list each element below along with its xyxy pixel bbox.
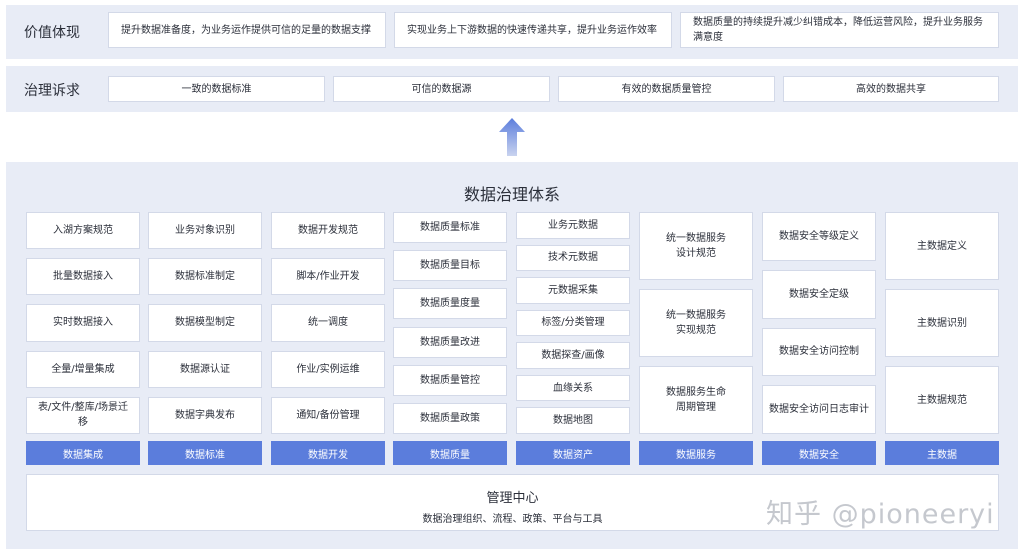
- system-item: 实时数据接入: [26, 304, 140, 342]
- demand-item: 有效的数据质量管控: [558, 76, 775, 102]
- system-column-footer: 数据标准: [148, 441, 262, 465]
- system-title: 数据治理体系: [463, 185, 560, 204]
- system-item: 表/文件/整库/场景迁移: [26, 396, 140, 434]
- system-item: 数据质量政策: [393, 402, 507, 434]
- system-item: 数据探查/画像: [516, 342, 630, 369]
- system-item: 血缘关系: [516, 374, 630, 402]
- system-item: 全量/增量集成: [26, 350, 140, 388]
- management-subtitle: 数据治理组织、流程、政策、平台与工具: [422, 514, 603, 525]
- system-item: 统一数据服务设计规范: [639, 212, 753, 280]
- system-item: 数据质量目标: [393, 250, 507, 282]
- value-label: 价值体现: [24, 25, 80, 41]
- system-item: 作业/实例运维: [271, 350, 385, 388]
- system-item: 数据质量管控: [393, 364, 507, 396]
- system-item: 数据安全定级: [762, 269, 876, 319]
- value-item: 实现业务上下游数据的快速传递共享，提升业务运作效率: [394, 12, 672, 48]
- system-item: 业务元数据: [516, 212, 630, 239]
- system-item: 数据安全访问控制: [762, 327, 876, 377]
- system-column-footer: 数据集成: [26, 441, 140, 465]
- system-item: 业务对象识别: [148, 212, 262, 250]
- system-column-footer: 数据质量: [393, 441, 507, 465]
- system-item: 数据地图: [516, 407, 630, 434]
- system-column-footer: 数据服务: [639, 441, 753, 465]
- watermark: 知乎 @pioneeryi: [766, 499, 995, 530]
- system-item: 数据服务生命周期管理: [639, 366, 753, 434]
- system-item: 入湖方案规范: [26, 212, 140, 250]
- system-column-footer: 主数据: [885, 441, 999, 465]
- up-arrow-icon: [499, 118, 525, 156]
- system-item: 脚本/作业开发: [271, 258, 385, 296]
- system-column-footer: 数据开发: [271, 441, 385, 465]
- system-item: 元数据采集: [516, 277, 630, 304]
- system-item: 主数据规范: [885, 366, 999, 434]
- system-column-footer: 数据资产: [516, 441, 630, 465]
- system-item: 数据安全访问日志审计: [762, 385, 876, 434]
- system-item: 标签/分类管理: [516, 309, 630, 337]
- system-item: 通知/备份管理: [271, 396, 385, 434]
- management-title: 管理中心: [486, 491, 539, 506]
- system-item: 主数据定义: [885, 212, 999, 280]
- management-center: 管理中心 数据治理组织、流程、政策、平台与工具: [26, 474, 999, 531]
- system-item: 批量数据接入: [26, 258, 140, 296]
- demand-item: 高效的数据共享: [783, 76, 999, 102]
- system-item: 数据字典发布: [148, 396, 262, 434]
- demand-item: 一致的数据标准: [108, 76, 325, 102]
- value-item: 提升数据准备度，为业务运作提供可信的足量的数据支撑: [108, 12, 386, 48]
- system-item: 数据质量度量: [393, 288, 507, 320]
- system-item: 数据质量标准: [393, 212, 507, 244]
- system-column-footer: 数据安全: [762, 441, 876, 465]
- system-item: 统一数据服务实现规范: [639, 289, 753, 357]
- system-item: 数据模型制定: [148, 304, 262, 342]
- system-item: 数据安全等级定义: [762, 212, 876, 261]
- system-item: 主数据识别: [885, 289, 999, 357]
- system-item: 统一调度: [271, 304, 385, 342]
- system-item: 数据标准制定: [148, 258, 262, 296]
- system-item: 数据开发规范: [271, 212, 385, 250]
- system-item: 技术元数据: [516, 244, 630, 272]
- system-item: 数据源认证: [148, 350, 262, 388]
- value-item: 数据质量的持续提升减少纠错成本，降低运营风险，提升业务服务满意度: [680, 12, 999, 48]
- demand-item: 可信的数据源: [333, 76, 550, 102]
- system-item: 数据质量改进: [393, 326, 507, 358]
- demand-label: 治理诉求: [24, 83, 80, 99]
